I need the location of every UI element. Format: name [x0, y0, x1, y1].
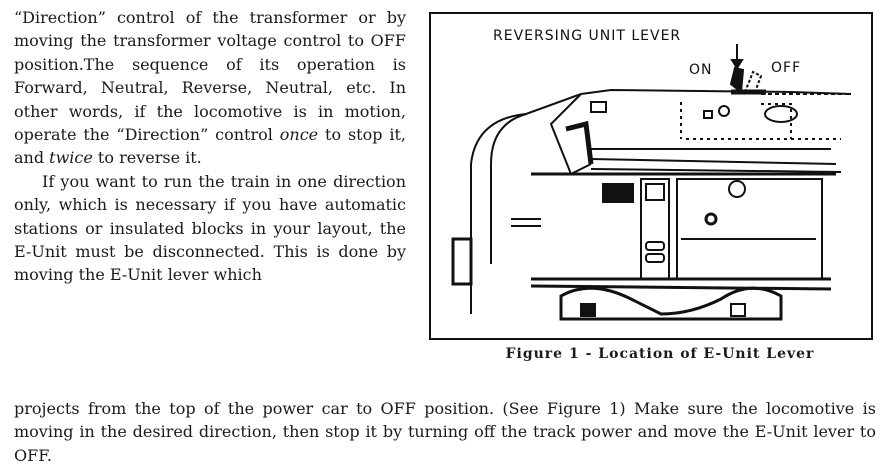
figure-locomotive: REVERSING UNIT LEVER ON OFF — [429, 12, 873, 340]
reversing-unit-lever-label: REVERSING UNIT LEVER — [493, 28, 682, 44]
off-label: OFF — [771, 60, 802, 76]
figure-caption: Figure 1 - Location of E-Unit Lever — [505, 346, 815, 362]
on-label: ON — [689, 62, 713, 78]
text: “Direction” control of the transformer o… — [14, 8, 406, 145]
paragraph-one-direction: If you want to run the train in one dire… — [14, 171, 406, 285]
left-text-column: “Direction” control of the transformer o… — [14, 6, 406, 287]
emphasis-twice: twice — [49, 148, 93, 168]
text: to stop it, and — [14, 125, 406, 168]
text: to reverse it. — [92, 148, 202, 168]
paragraph-direction-control: “Direction” control of the transformer o… — [14, 6, 406, 170]
full-width-paragraph: projects from the top of the power car t… — [14, 399, 876, 465]
locomotive-illustration — [451, 44, 852, 321]
emphasis-once: once — [279, 125, 319, 145]
